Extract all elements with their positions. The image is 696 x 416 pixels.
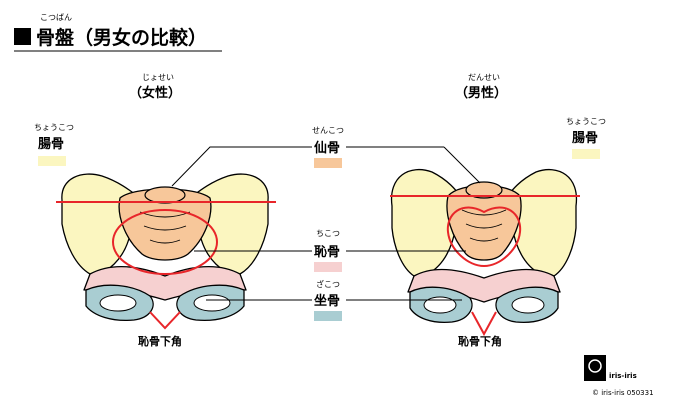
copyright-text: © iris-iris 050331 xyxy=(592,389,654,397)
ischium-color-key xyxy=(314,311,342,321)
sacrum-color-key xyxy=(314,158,342,168)
sacrum-leader-right-diag xyxy=(443,146,481,184)
legend-ilium-left: ちょうこつ 腸骨 xyxy=(34,123,74,166)
female-subpubic-angle-mark xyxy=(149,311,181,330)
female-inlet-outline xyxy=(112,209,218,275)
male-pelvis: だんせい （男性） 恥骨下角 xyxy=(390,73,580,348)
female-vertebra xyxy=(144,186,186,204)
ischium-label: 坐骨 xyxy=(314,294,340,309)
female-ruby: じょせい xyxy=(142,73,174,82)
female-subpubic-angle-label: 恥骨下角 xyxy=(138,334,182,348)
female-obturator-left xyxy=(99,294,137,312)
sacrum-leader xyxy=(171,146,312,187)
pubis-color-key xyxy=(314,262,342,272)
male-obturator-left xyxy=(423,296,457,314)
ilium-left-label: 腸骨 xyxy=(38,137,64,152)
ilium-right-ruby: ちょうこつ xyxy=(566,117,606,126)
female-obturator-right xyxy=(193,294,231,312)
ischium-ruby: ざこつ xyxy=(316,279,340,289)
page-title: 骨盤（男女の比較） xyxy=(36,26,207,49)
male-subpubic-angle-mark xyxy=(471,311,497,337)
male-subpubic-angle-label: 恥骨下角 xyxy=(458,334,502,348)
ilium-left-ruby: ちょうこつ xyxy=(34,123,74,132)
legend-pubis: ちこつ 恥骨 xyxy=(314,229,342,272)
male-label: （男性） xyxy=(455,85,507,101)
male-sacral-ridges xyxy=(461,209,507,242)
title-ruby: こつばん xyxy=(40,13,72,22)
male-ruby: だんせい xyxy=(468,73,500,82)
female-label: （女性） xyxy=(129,85,181,101)
pubis-label: 恥骨 xyxy=(314,245,340,260)
title-bullet xyxy=(14,28,31,45)
leader-lines xyxy=(171,146,481,301)
legend-ischium: ざこつ 坐骨 xyxy=(314,279,342,321)
legend-sacrum: せんこつ 仙骨 xyxy=(312,126,344,168)
female-pelvis: じょせい （女性） 恥骨下角 xyxy=(56,73,276,348)
ilium-left-color-key xyxy=(38,156,66,166)
iris-logo-swirl xyxy=(588,359,602,373)
male-vertebra xyxy=(465,181,503,199)
iris-logo-text: iris-iris xyxy=(609,372,637,380)
male-obturator-right xyxy=(511,296,545,314)
ilium-right-color-key xyxy=(572,149,600,159)
credit: iris-iris © iris-iris 050331 xyxy=(584,355,654,397)
sacrum-label: 仙骨 xyxy=(314,140,340,156)
ilium-right-label: 腸骨 xyxy=(572,131,598,146)
sacrum-ruby: せんこつ xyxy=(312,126,344,135)
male-inlet-outline xyxy=(446,206,522,268)
pubis-ruby: ちこつ xyxy=(316,229,340,238)
iris-logo-mark xyxy=(584,355,606,381)
legend-ilium-right: ちょうこつ 腸骨 xyxy=(566,117,606,159)
